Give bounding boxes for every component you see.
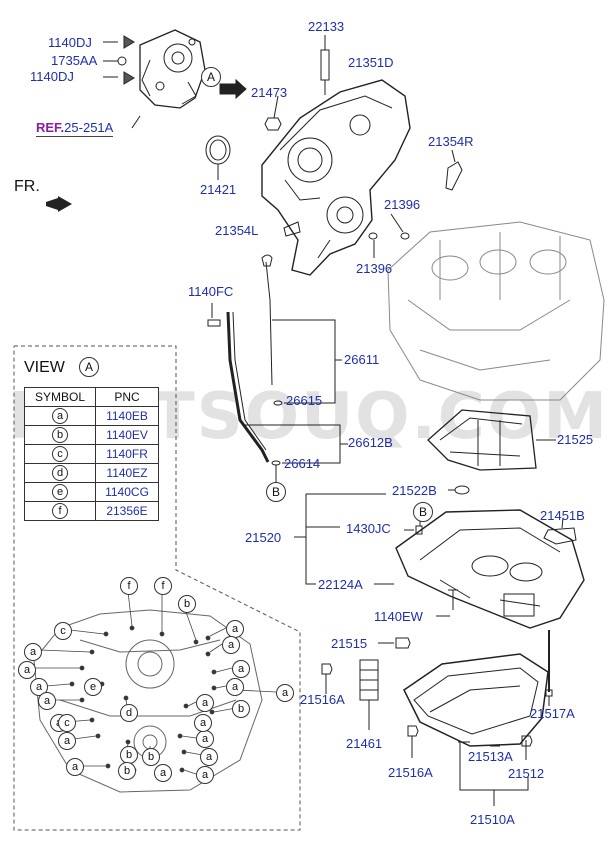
pnc-header: PNC [95,387,159,407]
callout-21473[interactable]: 21473 [251,85,288,100]
symbol-mark: a [52,408,68,424]
reference-prefix: REF. [36,120,65,135]
pnc-value[interactable]: 1140EB [95,406,159,426]
bolt-symbol: a [200,748,218,766]
bolt-symbol: a [196,766,214,784]
view-letter: A [79,357,99,377]
callout-1140dj-top[interactable]: 1140DJ [48,35,92,50]
baffle-plate-illustration [427,409,537,471]
bolt-symbol: b [120,746,138,764]
pnc-value[interactable]: 1140CG [95,482,159,502]
callout-1140dj-bottom[interactable]: 1140DJ [30,69,74,84]
lower-oil-pan-illustration [403,653,549,747]
callout-21517a[interactable]: 21517A [530,706,575,721]
bolt-symbol: f [120,577,138,595]
bolt-symbol: a [226,678,244,696]
dipstick-illustration [226,254,273,463]
reference-link[interactable]: REF.25-251A [36,120,114,137]
pnc-value[interactable]: 21356E [95,501,159,521]
bolt-symbol: a [24,643,42,661]
water-pump-illustration [139,29,206,109]
symbol-row: a 1140EB [24,406,159,426]
view-marker-b-pan[interactable]: B [413,502,433,522]
bolt-symbol: a [226,620,244,638]
callout-21421[interactable]: 21421 [200,182,237,197]
bolt-symbol: f [154,577,172,595]
callout-26611[interactable]: 26611 [344,352,380,367]
upper-oil-pan-illustration [395,509,585,629]
bolt-symbol: c [58,714,76,732]
symbol-row: d 1140EZ [24,463,159,483]
symbol-table-header: SYMBOL PNC [24,387,159,407]
bolt-symbol: a [196,730,214,748]
view-marker-b-dipstick[interactable]: B [266,482,286,502]
callout-1140fc[interactable]: 1140FC [188,284,234,299]
callout-21354l[interactable]: 21354L [215,223,259,238]
front-direction-label: FR. [14,178,40,195]
callout-1140ew[interactable]: 1140EW [374,609,423,624]
pnc-value[interactable]: 1140EV [95,425,159,445]
engine-block-illustration [387,221,605,401]
symbol-mark: b [52,427,68,443]
callout-26615[interactable]: 26615 [286,393,323,408]
callout-21354r[interactable]: 21354R [428,134,474,149]
view-title: VIEW [24,359,65,376]
symbol-row: e 1140CG [24,482,159,502]
timing-cover-illustration [261,79,411,276]
callout-22124a[interactable]: 22124A [318,577,363,592]
pnc-value[interactable]: 1140FR [95,444,159,464]
callout-21516a-bottom[interactable]: 21516A [388,765,433,780]
bolt-symbol: a [194,714,212,732]
callout-21510a[interactable]: 21510A [470,812,515,827]
callout-21396-b[interactable]: 21396 [356,261,393,276]
bolt-symbol: a [196,694,214,712]
callout-21396-a[interactable]: 21396 [384,197,421,212]
callout-21520[interactable]: 21520 [245,530,282,545]
bolt-symbol: b [232,700,250,718]
symbol-row: f 21356E [24,501,159,521]
bolt-symbol: c [54,622,72,640]
callout-21461[interactable]: 21461 [346,736,383,751]
bolt-symbol: a [58,732,76,750]
pnc-value[interactable]: 1140EZ [95,463,159,483]
callout-21516a-top[interactable]: 21516A [300,692,345,707]
symbol-row: c 1140FR [24,444,159,464]
callout-22133[interactable]: 22133 [308,19,345,34]
view-marker-a[interactable]: A [201,67,221,87]
symbol-mark: e [52,484,68,500]
bolt-symbol: a [232,660,250,678]
symbol-mark: f [52,503,68,519]
symbol-mark: c [52,446,68,462]
callout-1430jc[interactable]: 1430JC [346,521,391,536]
symbol-mark: d [52,465,68,481]
callout-21351d[interactable]: 21351D [348,55,394,70]
callout-21451b[interactable]: 21451B [540,508,585,523]
callout-26612b[interactable]: 26612B [348,435,393,450]
bolt-symbol: d [120,704,138,722]
bolt-symbol: b [118,762,136,780]
callout-21512[interactable]: 21512 [508,766,545,781]
callout-21522b[interactable]: 21522B [392,483,437,498]
symbol-row: b 1140EV [24,425,159,445]
symbol-header: SYMBOL [24,387,96,407]
callout-21515[interactable]: 21515 [331,636,368,651]
callout-21513a[interactable]: 21513A [468,749,513,764]
symbol-table: SYMBOL PNC a 1140EB b 1140EV c 1140FR d … [24,387,159,521]
bolt-symbol: a [222,636,240,654]
callout-1735aa[interactable]: 1735AA [51,53,98,68]
bolt-symbol: a [154,764,172,782]
callout-26614[interactable]: 26614 [284,456,321,471]
bolt-symbol: a [66,758,84,776]
bolt-symbol: a [38,692,56,710]
bolt-symbol: a [276,684,294,702]
bolt-symbol: e [84,678,102,696]
callout-21525[interactable]: 21525 [557,432,594,447]
bolt-symbol: b [142,748,160,766]
reference-code: 25-251A [64,120,114,135]
bolt-symbol: a [18,661,36,679]
bolt-symbol: b [178,595,196,613]
